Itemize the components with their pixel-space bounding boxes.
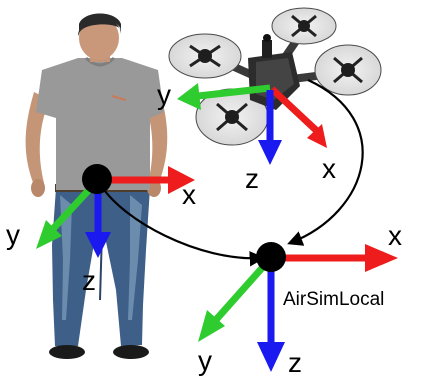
person-y-label: y <box>6 219 20 250</box>
drone-to-world-arrow <box>287 79 364 246</box>
world-z-label: z <box>288 347 302 378</box>
world-x-arrowhead <box>365 244 398 272</box>
world-y-arrowhead <box>198 310 225 342</box>
world-x-label: x <box>388 220 402 251</box>
person-frame-origin <box>82 164 112 194</box>
drone-y-arrowhead <box>177 83 201 110</box>
drone-x-axis <box>269 86 321 135</box>
person-x-arrowhead <box>168 166 195 194</box>
person-to-world-arrow <box>98 181 266 267</box>
world-frame-origin <box>256 242 286 272</box>
person-z-label: z <box>82 265 96 296</box>
person-y-arrowhead <box>36 220 62 249</box>
drone-z-arrowhead <box>258 140 282 165</box>
world-frame-name: AirSimLocal <box>283 289 384 310</box>
person-icon <box>25 13 168 359</box>
drone-y-axis <box>197 84 271 100</box>
world-frame: x y z AirSimLocal <box>198 220 402 378</box>
drone-y-label: y <box>157 79 171 110</box>
drone-z-label: z <box>245 163 259 194</box>
person-x-label: x <box>182 179 196 210</box>
drone-icon <box>168 7 382 146</box>
drone-x-label: x <box>322 153 336 184</box>
person-z-arrowhead <box>85 232 111 258</box>
person-frame: x y z <box>6 164 196 296</box>
drone-frame: x y z <box>157 79 336 194</box>
world-z-arrowhead <box>257 342 285 372</box>
world-y-axis <box>211 256 273 325</box>
drone-x-arrowhead <box>307 124 327 148</box>
world-y-label: y <box>198 345 212 376</box>
